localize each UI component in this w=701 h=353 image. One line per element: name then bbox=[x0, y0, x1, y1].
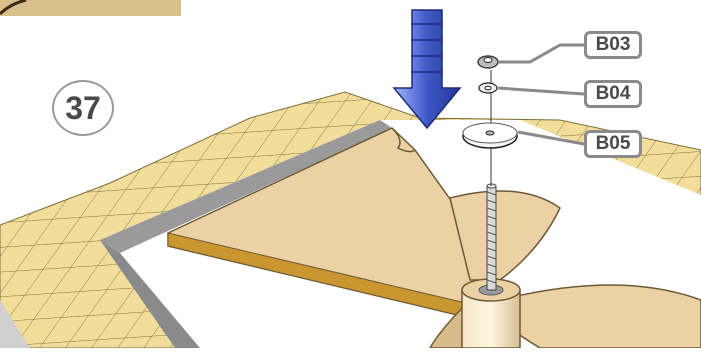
step-number-badge: 37 bbox=[52, 80, 114, 136]
washer-b04 bbox=[479, 83, 497, 93]
part-label-b05: B05 bbox=[584, 130, 642, 158]
large-washer-b05 bbox=[463, 123, 517, 148]
inset-photo-corner bbox=[0, 0, 181, 16]
part-label-b04: B04 bbox=[584, 80, 642, 108]
threaded-rod bbox=[487, 184, 496, 290]
part-label-b03: B03 bbox=[584, 31, 642, 59]
down-arrow-icon bbox=[394, 10, 460, 128]
nut-b03 bbox=[478, 56, 498, 68]
